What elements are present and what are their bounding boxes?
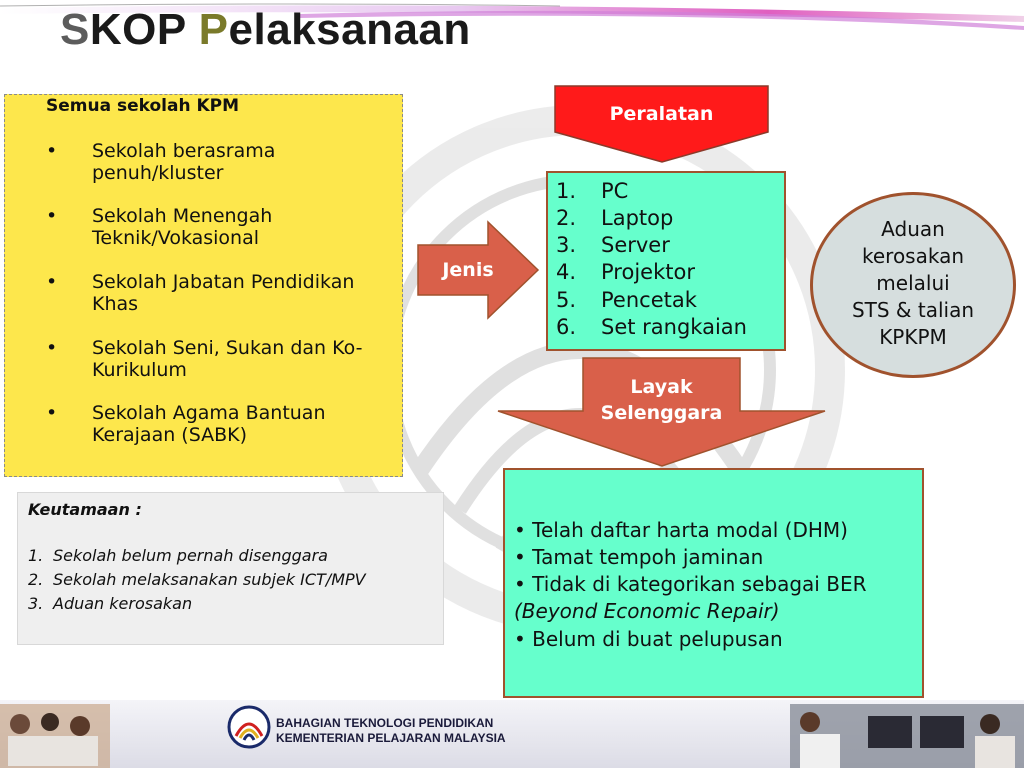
priority-item: 3. Aduan kerosakan <box>28 594 192 613</box>
equipment-text: Projektor <box>601 260 695 284</box>
priority-text: Sekolah melaksanakan subjek ICT/MPV <box>53 570 366 589</box>
priority-item: 1. Sekolah belum pernah disenggara <box>28 546 328 565</box>
equipment-text: Set rangkaian <box>601 315 747 339</box>
bullet: • <box>46 205 58 227</box>
priority-text: Sekolah belum pernah disenggara <box>53 546 328 565</box>
priority-number: 2. <box>28 570 44 589</box>
equipment-item: 3. Server <box>556 233 670 257</box>
bullet: • <box>46 140 58 162</box>
criteria-item-continuation: (Beyond Economic Repair) <box>514 599 780 623</box>
complaint-text: Aduan kerosakan melalui STS & talian KPK… <box>851 217 975 349</box>
equipment-number: 5. <box>556 288 577 312</box>
bullet: • <box>46 337 58 359</box>
school-item-text: Sekolah berasrama penuh/kluster <box>92 140 276 184</box>
equipment-text: Server <box>601 233 670 257</box>
equipment-number: 1. <box>556 179 577 203</box>
bullet: • <box>46 402 58 424</box>
title-part-1: KOP <box>89 5 199 54</box>
school-item-text: Sekolah Seni, Sukan dan Ko-Kurikulum <box>92 337 363 381</box>
bullet: • <box>514 627 526 651</box>
priority-text: Aduan kerosakan <box>53 594 193 613</box>
equipment-number: 6. <box>556 315 577 339</box>
layak-selenggara-arrow <box>497 357 826 467</box>
jenis-arrow <box>417 220 540 320</box>
priority-item: 2. Sekolah melaksanakan subjek ICT/MPV <box>28 570 366 589</box>
layak-line-2: Selenggara <box>600 402 723 424</box>
school-item: • Sekolah Agama Bantuan Kerajaan (SABK) <box>46 402 366 446</box>
layak-selenggara-label: Layak Selenggara <box>583 374 740 426</box>
title-initial-2: P <box>198 5 229 54</box>
criteria-item: • Tamat tempoh jaminan <box>514 545 763 569</box>
footer-band <box>0 700 1024 768</box>
bullet: • <box>514 545 526 569</box>
equipment-text: Laptop <box>601 206 674 230</box>
bullet: • <box>46 271 58 293</box>
title-initial-1: S <box>60 5 90 54</box>
school-item: • Sekolah Menengah Teknik/Vokasional <box>46 205 366 249</box>
criteria-item: • Belum di buat pelupusan <box>514 627 783 651</box>
criteria-text: Telah daftar harta modal (DHM) <box>532 518 848 542</box>
equipment-number: 4. <box>556 260 577 284</box>
header-band <box>0 3 1024 30</box>
school-item: • Sekolah Jabatan Pendidikan Khas <box>46 271 366 315</box>
page-title: SKOP Pelaksanaan <box>60 2 471 58</box>
complaint-circle <box>810 192 1016 378</box>
criteria-panel <box>503 468 924 698</box>
school-item: • Sekolah berasrama penuh/kluster <box>46 140 366 184</box>
equipment-number: 2. <box>556 206 577 230</box>
school-item-text: Sekolah Agama Bantuan Kerajaan (SABK) <box>92 402 326 446</box>
bullet: • <box>514 518 526 542</box>
equipment-item: 5. Pencetak <box>556 288 697 312</box>
layak-line-1: Layak <box>630 376 693 398</box>
equipment-item: 2. Laptop <box>556 206 673 230</box>
footer-line-1: BAHAGIAN TEKNOLOGI PENDIDIKAN <box>276 716 494 730</box>
criteria-text: Tidak di kategorikan sebagai BER <box>532 572 867 596</box>
jenis-label: Jenis <box>442 259 494 281</box>
criteria-text: Tamat tempoh jaminan <box>532 545 764 569</box>
criteria-item: • Telah daftar harta modal (DHM) <box>514 518 848 542</box>
priority-panel <box>17 492 444 645</box>
school-item: • Sekolah Seni, Sukan dan Ko-Kurikulum <box>46 337 366 381</box>
equipment-item: 4. Projektor <box>556 260 695 284</box>
equipment-item: 1. PC <box>556 179 628 203</box>
school-list-panel <box>4 94 403 477</box>
priority-number: 3. <box>28 594 44 613</box>
school-item-text: Sekolah Menengah Teknik/Vokasional <box>92 205 273 249</box>
school-list-heading: Semua sekolah KPM <box>46 96 240 116</box>
equipment-number: 3. <box>556 233 577 257</box>
ministry-logo-icon <box>227 705 271 749</box>
equipment-text: Pencetak <box>601 288 697 312</box>
bullet: • <box>514 572 526 596</box>
footer-line-2: KEMENTERIAN PELAJARAN MALAYSIA <box>276 731 506 745</box>
school-item-text: Sekolah Jabatan Pendidikan Khas <box>92 271 355 315</box>
equipment-text: PC <box>601 179 629 203</box>
peralatan-arrow <box>554 85 769 163</box>
criteria-item: • Tidak di kategorikan sebagai BER <box>514 572 866 596</box>
priority-number: 1. <box>28 546 44 565</box>
title-part-2: elaksanaan <box>228 5 471 54</box>
criteria-text: Belum di buat pelupusan <box>532 627 783 651</box>
equipment-item: 6. Set rangkaian <box>556 315 747 339</box>
peralatan-label: Peralatan <box>609 103 714 125</box>
priority-heading: Keutamaan : <box>28 500 142 519</box>
equipment-list-panel <box>546 171 786 351</box>
